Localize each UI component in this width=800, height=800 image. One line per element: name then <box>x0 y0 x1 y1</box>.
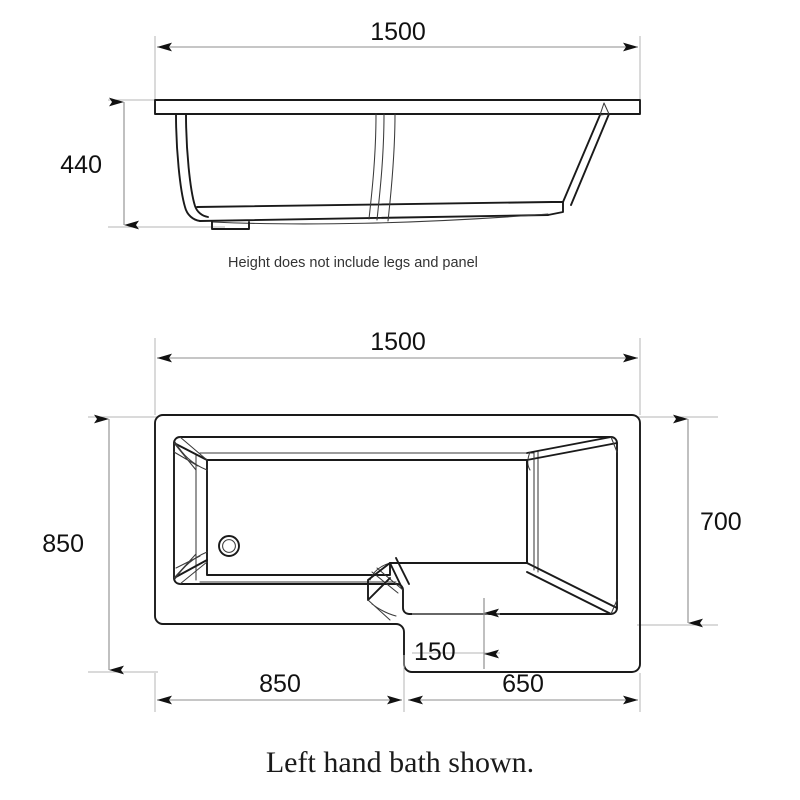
plan-shower-label: 700 <box>700 508 742 536</box>
elevation-left-wall-inner <box>185 113 209 218</box>
elevation-rib-line-1 <box>368 113 377 220</box>
plan-width-label: 850 <box>42 530 84 558</box>
elevation-rib-line-3 <box>387 113 396 222</box>
plan-chamfer-br-b <box>610 599 618 615</box>
plan-step-facet-lower <box>367 599 397 621</box>
elevation-view-group: Height does not include legs and panel 1… <box>60 18 641 271</box>
plan-chamfer-br <box>526 562 618 615</box>
elevation-rib-line-2 <box>376 113 385 221</box>
plan-step-chamfer-a <box>389 557 410 591</box>
bath-section-label: 850 <box>259 670 301 698</box>
plan-chamfer-bl-arc <box>174 551 208 580</box>
plan-floor-outline <box>206 459 528 576</box>
elevation-right-wall-inner <box>570 113 610 206</box>
elevation-base-inner <box>196 201 553 208</box>
plan-chamfer-tl-b <box>173 436 208 471</box>
plan-outer-outline <box>154 414 641 673</box>
plan-chamfer-tl-arc <box>174 441 208 471</box>
shower-section-label: 650 <box>502 670 544 698</box>
elevation-base-outer <box>199 214 549 222</box>
elevation-note-text: Height does not include legs and panel <box>228 255 478 271</box>
elevation-width-label: 1500 <box>370 18 426 46</box>
plan-chamfer-tl-a <box>173 442 208 461</box>
elevation-height-label: 440 <box>60 151 102 179</box>
elevation-left-wall-outer <box>175 113 201 222</box>
elevation-right-wall-outer <box>562 114 601 203</box>
elevation-right-base-chamfer <box>547 201 564 216</box>
waste-hole-inner <box>222 539 236 553</box>
plan-view-group: 1500 850 700 <box>42 328 742 712</box>
plan-step-facet <box>367 562 391 601</box>
elevation-right-rim-chamfer <box>599 102 610 116</box>
plan-rim-inner-edge <box>173 436 618 615</box>
elevation-rim-flange <box>154 99 641 115</box>
waste-hole-outer <box>218 535 240 557</box>
elevation-leg-foot <box>211 220 250 230</box>
drawing-caption: Left hand bath shown. <box>266 746 534 779</box>
plan-length-label: 1500 <box>370 328 426 356</box>
plan-chamfer-bl-a <box>173 559 208 579</box>
step-dim-label: 150 <box>414 638 456 666</box>
plan-chamfer-tr-b <box>527 436 618 471</box>
plan-chamfer-tr <box>526 436 618 461</box>
